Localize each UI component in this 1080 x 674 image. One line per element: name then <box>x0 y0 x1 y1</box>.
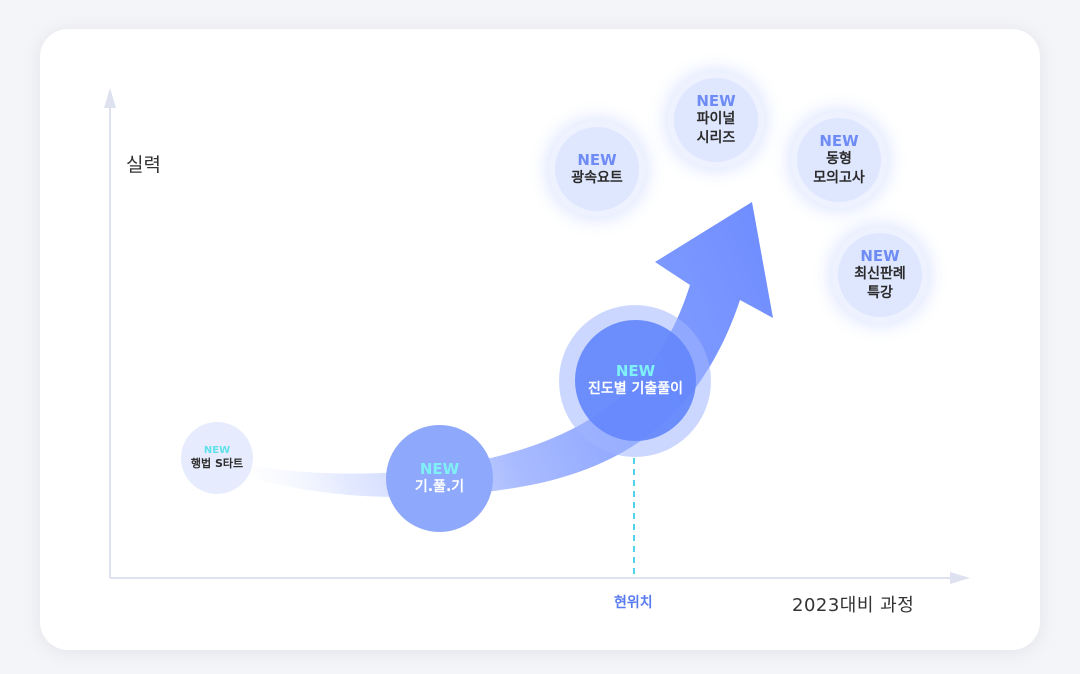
node-title: 행법 S타트 <box>190 456 244 470</box>
new-badge: NEW <box>577 150 617 169</box>
node-donghyeong-mock: NEW 동형 모의고사 <box>797 118 881 202</box>
node-title: 동형 모의고사 <box>813 151 865 186</box>
node-gipulgi: NEW 기.풀.기 <box>386 425 493 532</box>
node-latest-precedent: NEW 최신판례 특강 <box>838 233 922 317</box>
node-title: 파이널 시리즈 <box>696 111 736 146</box>
new-badge: NEW <box>819 132 859 151</box>
new-badge: NEW <box>419 460 460 479</box>
new-badge: NEW <box>615 362 656 381</box>
node-gwangsok-yoteu: NEW 광속요트 <box>555 127 639 211</box>
new-badge: NEW <box>696 92 736 111</box>
new-badge: NEW <box>860 247 900 266</box>
y-axis-label: 실력 <box>126 154 161 176</box>
node-final-series: NEW 파이널 시리즈 <box>674 78 758 162</box>
node-haengbeop-start: NEW 행법 S타트 <box>181 422 253 494</box>
node-jindo-gichul: NEW 진도별 기출풀이 <box>575 320 696 441</box>
y-axis-arrowhead <box>104 88 116 108</box>
x-axis-arrowhead <box>950 572 970 584</box>
node-title: 진도별 기출풀이 <box>587 381 684 398</box>
diagram-card <box>40 29 1040 650</box>
x-axis-label: 2023대비 과정 <box>792 595 915 616</box>
new-badge: NEW <box>203 444 231 456</box>
node-title: 기.풀.기 <box>414 479 465 496</box>
current-position-label: 현위치 <box>614 595 653 611</box>
node-title: 광속요트 <box>571 169 623 186</box>
node-title: 최신판례 특강 <box>854 266 906 301</box>
